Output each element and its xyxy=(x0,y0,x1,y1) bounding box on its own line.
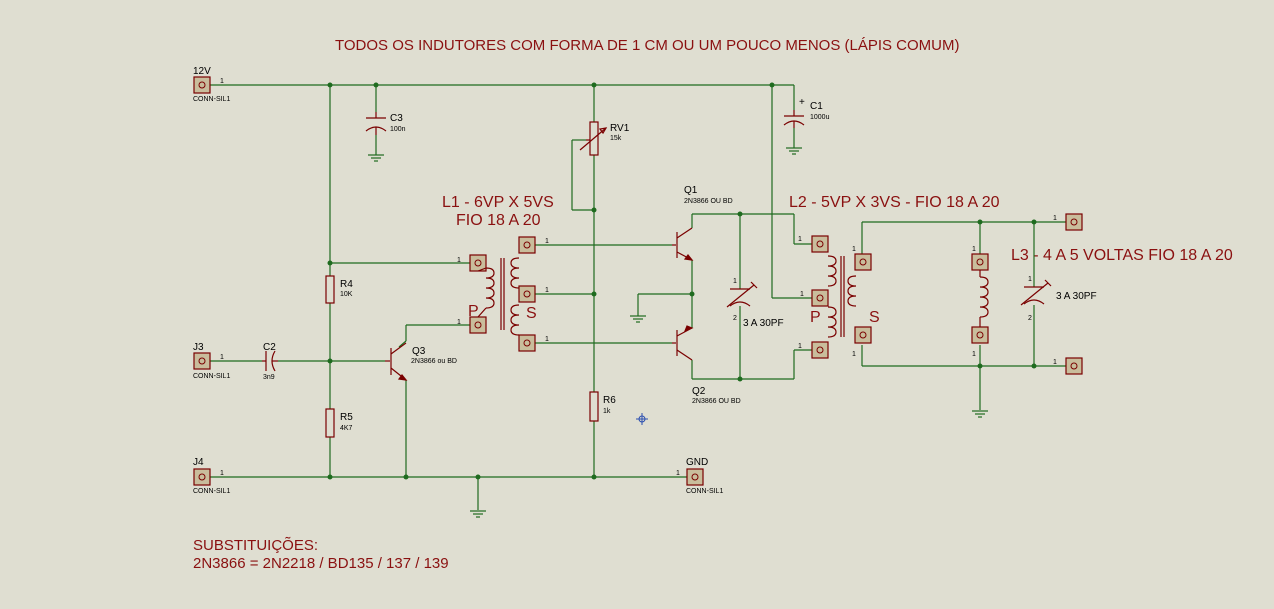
l1-pin-s1: 1 xyxy=(545,238,549,245)
l1-secondary-letter: S xyxy=(526,305,537,322)
inductor-l3[interactable]: 1 1 xyxy=(971,246,989,358)
c1-polarity: + xyxy=(799,97,805,108)
q1-value: 2N3866 OU BD xyxy=(684,198,733,205)
l1-pin-s3: 1 xyxy=(545,336,549,343)
substitutions-heading: SUBSTITUIÇÕES: xyxy=(193,537,318,554)
q3-ref: Q3 xyxy=(412,346,426,357)
r6-ref: R6 xyxy=(603,395,616,406)
r6-value: 1k xyxy=(603,408,611,415)
connector-j3-pin: 1 xyxy=(220,354,224,361)
connector-j3-type: CONN-SIL1 xyxy=(193,373,230,380)
l2-primary-letter: P xyxy=(810,309,821,326)
vc2-pin2: 2 xyxy=(1028,315,1032,322)
l1-note-line1: L1 - 6VP X 5VS xyxy=(442,194,554,211)
q3-value: 2N3866 ou BD xyxy=(411,358,457,365)
connector-12v-pin: 1 xyxy=(220,78,224,85)
output-terminal-top[interactable]: 1 xyxy=(1053,213,1083,231)
connector-j4[interactable]: J4 CONN-SIL1 1 xyxy=(193,457,230,495)
l3-pin-2: 1 xyxy=(972,351,976,358)
connector-gnd-pin: 1 xyxy=(676,470,680,477)
output-terminal-bottom[interactable]: 1 xyxy=(1053,357,1083,375)
resistor-r5[interactable]: R5 4K7 xyxy=(325,408,353,438)
l3-pin-1: 1 xyxy=(972,246,976,253)
c3-value: 100n xyxy=(390,126,406,133)
connector-j4-pin: 1 xyxy=(220,470,224,477)
l1-pin-p2: 1 xyxy=(457,319,461,326)
ground-symbol-emitters xyxy=(630,315,646,323)
capacitor-c3[interactable]: C3 100n xyxy=(365,112,406,135)
resistor-r6[interactable]: R6 1k xyxy=(589,391,616,422)
ground-symbol-main xyxy=(470,510,486,518)
r5-value: 4K7 xyxy=(340,425,353,432)
connector-gnd[interactable]: GND CONN-SIL1 1 xyxy=(676,457,723,495)
transistor-q1[interactable]: Q1 2N3866 OU BD xyxy=(672,185,733,261)
output-terminal-bottom-pin: 1 xyxy=(1053,359,1057,366)
connector-12v-type: CONN-SIL1 xyxy=(193,96,230,103)
l3-note: L3 - 4 A 5 VOLTAS FIO 18 A 20 xyxy=(1011,247,1233,264)
l1-pin-s2: 1 xyxy=(545,287,549,294)
transistor-q3[interactable]: Q3 2N3866 ou BD xyxy=(385,342,457,381)
l1-pin-p1: 1 xyxy=(457,257,461,264)
l1-primary-letter: P xyxy=(468,303,479,320)
transformer-l2[interactable]: P S 1 1 1 1 1 xyxy=(798,235,880,359)
q2-ref: Q2 xyxy=(692,386,706,397)
capacitor-c2[interactable]: C2 3n9 xyxy=(262,342,278,381)
rv1-value: 15k xyxy=(610,135,622,142)
l1-note-line2: FIO 18 A 20 xyxy=(456,212,541,229)
l2-pin-p2: 1 xyxy=(800,291,804,298)
r4-value: 10K xyxy=(340,291,353,298)
schematic-title: TODOS OS INDUTORES COM FORMA DE 1 CM OU … xyxy=(335,37,960,54)
resistor-r4[interactable]: R4 10K xyxy=(325,275,353,304)
variable-capacitor-vc2[interactable]: 1 2 3 A 30PF xyxy=(1020,276,1097,322)
potentiometer-rv1[interactable]: RV1 15k xyxy=(579,121,630,156)
ground-symbol-c3 xyxy=(368,154,384,162)
connector-j3[interactable]: J3 CONN-SIL1 1 xyxy=(193,342,230,380)
r5-ref: R5 xyxy=(340,412,353,423)
l2-note: L2 - 5VP X 3VS - FIO 18 A 20 xyxy=(789,194,1000,211)
vc1-pin2: 2 xyxy=(733,315,737,322)
variable-capacitor-vc1[interactable]: 1 2 3 A 30PF xyxy=(726,278,784,329)
c1-ref: C1 xyxy=(810,101,823,112)
connector-gnd-type: CONN-SIL1 xyxy=(686,488,723,495)
connector-j3-ref: J3 xyxy=(193,342,204,353)
vc2-pin1: 1 xyxy=(1028,276,1032,283)
l2-pin-s1: 1 xyxy=(852,246,856,253)
q1-ref: Q1 xyxy=(684,185,698,196)
rv1-ref: RV1 xyxy=(610,123,630,134)
c1-value: 1000u xyxy=(810,114,830,121)
c3-ref: C3 xyxy=(390,113,403,124)
vc2-label: 3 A 30PF xyxy=(1056,291,1097,302)
l2-pin-p3: 1 xyxy=(798,343,802,350)
q2-value: 2N3866 OU BD xyxy=(692,398,741,405)
capacitor-c1[interactable]: + C1 1000u xyxy=(783,97,830,128)
l2-pin-p1: 1 xyxy=(798,236,802,243)
connector-gnd-ref: GND xyxy=(686,457,708,468)
l2-pin-s2: 1 xyxy=(852,351,856,358)
vc1-pin1: 1 xyxy=(733,278,737,285)
junction-dots xyxy=(327,82,1037,480)
ground-symbol-tank xyxy=(972,410,988,418)
c2-ref: C2 xyxy=(263,342,276,353)
l2-secondary-letter: S xyxy=(869,309,880,326)
connector-12v[interactable]: 12V CONN-SIL1 1 xyxy=(193,66,230,103)
wires xyxy=(210,84,1066,510)
transformer-l1[interactable]: P S 1 1 1 1 1 xyxy=(457,236,549,352)
connector-j4-type: CONN-SIL1 xyxy=(193,488,230,495)
c2-value: 3n9 xyxy=(263,374,275,381)
connector-12v-ref: 12V xyxy=(193,66,211,77)
ground-symbol-c1 xyxy=(786,147,802,155)
connector-j4-ref: J4 xyxy=(193,457,204,468)
probe-marker-icon xyxy=(636,413,648,425)
vc1-label: 3 A 30PF xyxy=(743,318,784,329)
output-terminal-top-pin: 1 xyxy=(1053,215,1057,222)
r4-ref: R4 xyxy=(340,279,353,290)
substitutions-line: 2N3866 = 2N2218 / BD135 / 137 / 139 xyxy=(193,555,449,572)
transistor-q2[interactable]: Q2 2N3866 OU BD xyxy=(672,325,741,405)
